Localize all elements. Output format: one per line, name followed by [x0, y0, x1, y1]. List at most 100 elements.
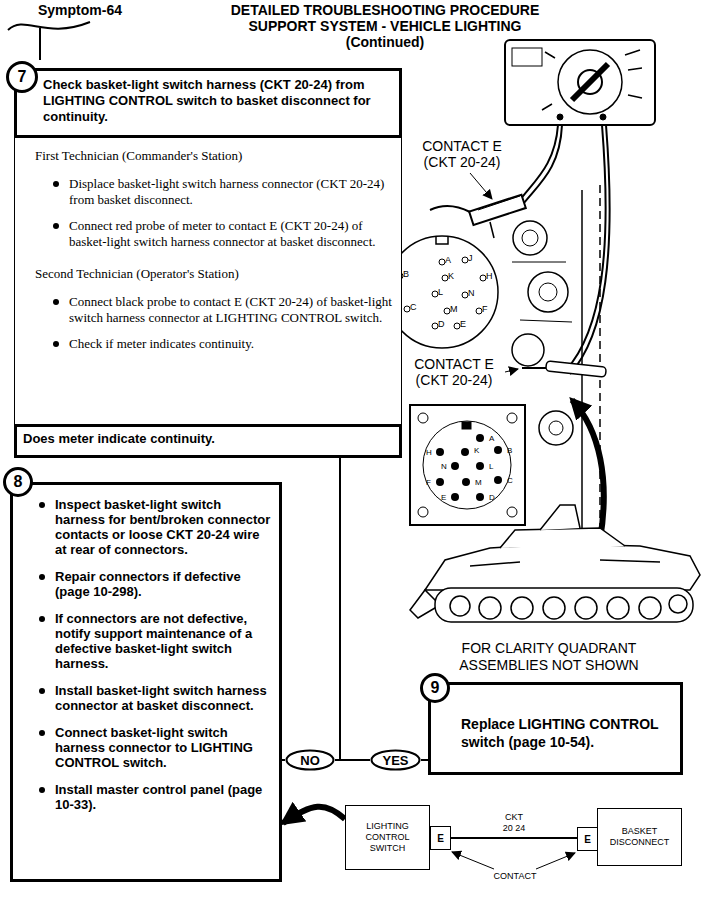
vehicle-drawing [435, 588, 693, 622]
harness-plug [470, 173, 492, 199]
square-connector [423, 421, 511, 509]
pin-letter: L [489, 462, 493, 471]
connector-bulkhead [512, 334, 544, 366]
bullet-item: Inspect basket-light switch harness for … [55, 497, 271, 557]
harness-plug [490, 222, 494, 238]
bullet-text: Inspect basket-light switch harness for … [55, 497, 270, 557]
lighting-control-panel [572, 64, 608, 100]
pin-letter: C [410, 302, 417, 312]
round-connector [404, 306, 410, 312]
node-text: BASKET DISCONNECT [602, 826, 677, 848]
text-group: BASKET DISCONNECT [602, 826, 677, 848]
pin-letter: M [475, 478, 482, 487]
square-connector [507, 507, 517, 517]
square-connector [436, 434, 502, 501]
bullet-dot [39, 730, 45, 736]
vehicle-drawing [410, 505, 700, 622]
pin-letter: N [468, 288, 475, 298]
lighting-control-panel [505, 40, 655, 125]
node-text: NO [300, 753, 320, 768]
bullet-text: If connectors are not defective, notify … [55, 611, 252, 671]
text-group: Inspect basket-light switch harness for … [39, 497, 271, 812]
square-connector [436, 448, 444, 456]
shape-outline [372, 751, 420, 770]
node-text: YES [382, 753, 408, 768]
bullet-text: Install master control panel (page 10-33… [55, 782, 262, 812]
action-box: Inspect basket-light switch harness for … [10, 482, 282, 882]
square-connector [410, 405, 525, 525]
component-box: BASKET DISCONNECTE [597, 808, 682, 866]
connector-bulkhead [512, 262, 572, 322]
pin-letter: C [507, 476, 513, 485]
pin-letter: N [441, 462, 447, 471]
text-group: NO [300, 753, 320, 768]
pointer-arrow [283, 807, 345, 823]
contact-leaders [536, 853, 575, 869]
round-connector [480, 275, 486, 281]
vehicle-drawing [669, 595, 687, 613]
square-connector [451, 462, 459, 470]
text-group: 8 [14, 473, 23, 491]
step-number: 7 [6, 61, 38, 93]
page-title: DETAILED TROUBLESHOOTING PROCEDURE SUPPO… [218, 2, 552, 50]
text-group: 7 [18, 68, 27, 86]
node-text: Does meter indicate continuity. [23, 431, 391, 447]
node-text: E [584, 834, 591, 845]
pin-letter: D [438, 319, 445, 329]
pin-letter: F [426, 478, 431, 487]
vehicle-drawing [607, 597, 629, 619]
text-group: Check basket-light switch harness (CKT 2… [43, 77, 391, 125]
round-connector [386, 236, 498, 348]
node-text: 8 [14, 473, 23, 491]
bullet-text: Check if meter indicates continuity. [69, 336, 254, 351]
bullet-item: Install basket-light switch harness conn… [55, 683, 271, 713]
lighting-control-panel [512, 48, 542, 66]
answer-oval: YES [370, 749, 421, 771]
node-text: 9 [431, 679, 440, 697]
bullet-dot [53, 299, 59, 305]
vehicle-drawing [511, 597, 533, 619]
vehicle-drawing [470, 560, 660, 566]
square-connector [462, 478, 470, 486]
bullet-item: Displace basket-light switch harness con… [69, 176, 393, 208]
bullet-dot [39, 787, 45, 793]
shape-outline [422, 675, 449, 702]
round-connector [462, 257, 468, 263]
symptom-squiggle [8, 22, 90, 60]
bullet-text: Displace basket-light switch harness con… [69, 176, 384, 207]
text-group: E [437, 833, 444, 844]
square-connector [476, 493, 484, 501]
pin-letter: A [445, 255, 451, 265]
round-connector [444, 308, 450, 314]
bullet-dot [39, 616, 45, 622]
bullet-item: Repair connectors if defective (page 10-… [55, 569, 271, 599]
pin-letter: B [403, 269, 409, 279]
harness-plug [430, 173, 526, 238]
symptom-label: Symptom-64 [38, 2, 122, 18]
square-connector [451, 493, 459, 501]
contact-box: E [430, 826, 451, 850]
pin-letter: L [438, 287, 443, 297]
step-header-box: Check basket-light switch harness (CKT 2… [14, 68, 402, 138]
connector-bulkhead [599, 185, 601, 540]
bullet-dot [53, 341, 59, 347]
bullet-text: Connect black probe to contact E (CKT 20… [69, 294, 392, 325]
vehicle-drawing [425, 544, 700, 590]
bullet-dot [39, 502, 45, 508]
node-text: E [437, 833, 444, 844]
pin-letter: M [450, 304, 458, 314]
bullet-dot [39, 574, 45, 580]
pin-letter: A [489, 434, 494, 443]
harness-wires [524, 125, 562, 203]
step-number: 9 [420, 673, 450, 703]
pin-letter: K [474, 446, 479, 455]
node-text: First Technician (Commander's Station) [35, 148, 393, 164]
node-text: Replace LIGHTING CONTROL switch (page 10… [461, 715, 670, 751]
step-number: 8 [3, 467, 33, 497]
bullet-item: Connect basket-light switch harness conn… [55, 725, 271, 770]
callout-label: FOR CLARITY QUADRANT ASSEMBLIES NOT SHOW… [418, 640, 680, 674]
symptom-squiggle [39, 28, 41, 60]
round-connector [432, 323, 438, 329]
flow-line [421, 759, 428, 761]
